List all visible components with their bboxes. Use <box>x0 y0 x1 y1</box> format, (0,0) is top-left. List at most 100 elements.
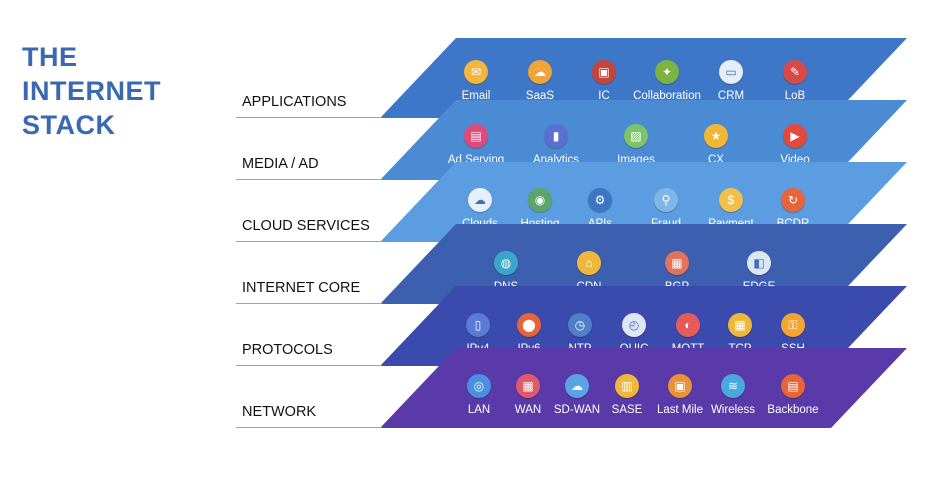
images-icon: ▨ <box>624 124 648 148</box>
page-title: THE INTERNET STACK <box>22 40 161 142</box>
saas-icon: ☁ <box>528 60 552 84</box>
layer-label: PROTOCOLS <box>242 342 333 358</box>
fraud-icon: ⚲ <box>654 188 678 212</box>
stack-item: ✎ LoB <box>755 60 835 102</box>
layer-label: MEDIA / AD <box>242 156 319 172</box>
tcp-icon: ▦ <box>728 313 752 337</box>
item-label: LAN <box>467 404 491 416</box>
icon-glyph: ◍ <box>500 256 512 270</box>
icon-glyph: ⌂ <box>585 256 593 270</box>
icon-glyph: ◷ <box>574 318 586 332</box>
layer-label: NETWORK <box>242 404 317 420</box>
item-label: Backbone <box>767 404 819 416</box>
stack-item: ☁ SD-WAN <box>537 374 617 416</box>
icon-glyph: ▦ <box>671 256 683 270</box>
layer-label: CLOUD SERVICES <box>242 218 370 234</box>
stack-item: ◎ LAN <box>439 374 519 416</box>
last-mile-icon: ▣ <box>668 374 692 398</box>
mqtt-icon: ◐ <box>676 313 700 337</box>
icon-glyph: ☁ <box>571 379 583 393</box>
icon-glyph: ⚙ <box>594 193 606 207</box>
icon-glyph: ◐ <box>684 318 692 332</box>
item-label: CRM <box>717 90 745 102</box>
backbone-icon: ▤ <box>781 374 805 398</box>
layer-label: APPLICATIONS <box>242 94 347 110</box>
icon-glyph: ▶ <box>790 129 800 143</box>
wan-icon: ▦ <box>516 374 540 398</box>
email-icon: ✉ <box>464 60 488 84</box>
dns-icon: ◍ <box>494 251 518 275</box>
icon-glyph: ★ <box>710 129 722 143</box>
icon-glyph: ⚿ <box>788 318 798 332</box>
title-line-1: THE <box>22 42 78 72</box>
wireless-icon: ≋ <box>721 374 745 398</box>
sase-icon: ▥ <box>615 374 639 398</box>
icon-glyph: $ <box>727 193 735 207</box>
icon-glyph: ▯ <box>474 318 482 332</box>
stack-item: ▣ Last Mile <box>640 374 720 416</box>
ntp-icon: ◷ <box>568 313 592 337</box>
icon-glyph: ☁ <box>534 65 546 79</box>
item-label: SASE <box>611 404 643 416</box>
apis-icon: ⚙ <box>588 188 612 212</box>
ad-serving-icon: ▤ <box>464 124 488 148</box>
icon-glyph: ✉ <box>470 65 482 79</box>
icon-glyph: ◉ <box>534 193 546 207</box>
stack-item: ✉ Email <box>436 60 516 102</box>
icon-glyph: ▣ <box>598 65 610 79</box>
layer-label-underline <box>236 117 382 118</box>
layer-surface <box>380 38 907 118</box>
item-label: Email <box>461 90 491 102</box>
video-icon: ▶ <box>783 124 807 148</box>
item-label: LoB <box>784 90 806 102</box>
layer-label-underline <box>236 365 382 366</box>
layer-label-underline <box>236 427 382 428</box>
icon-glyph: ▤ <box>470 129 482 143</box>
ssh-icon: ⚿ <box>781 313 805 337</box>
icon-glyph: ✦ <box>661 65 673 79</box>
chip-icon: ▣ <box>592 60 616 84</box>
cx-icon: ★ <box>704 124 728 148</box>
icon-glyph: ☁ <box>474 193 486 207</box>
layer-surface <box>380 348 907 428</box>
lan-icon: ◎ <box>467 374 491 398</box>
stack-item: ▥ SASE <box>587 374 667 416</box>
bgp-icon: ▦ <box>665 251 689 275</box>
icon-glyph: ⬤ <box>522 318 536 332</box>
ipv6-icon: ⬤ <box>517 313 541 337</box>
lob-icon: ✎ <box>783 60 807 84</box>
icon-glyph: ◎ <box>473 379 485 393</box>
icon-glyph: ▣ <box>674 379 686 393</box>
item-label: IC <box>598 90 610 102</box>
icon-glyph: ▤ <box>787 379 799 393</box>
item-label: Last Mile <box>656 404 704 416</box>
icon-glyph: ◧ <box>753 256 765 270</box>
icon-glyph: ✎ <box>789 65 801 79</box>
payment-icon: $ <box>719 188 743 212</box>
layer-label: INTERNET CORE <box>242 280 361 296</box>
stack-item: ▣ IC <box>564 60 644 102</box>
layer-label-underline <box>236 179 382 180</box>
quic-icon: ◴ <box>622 313 646 337</box>
cdn-icon: ⌂ <box>577 251 601 275</box>
stack-item: ☁SaaS <box>500 60 580 102</box>
icon-glyph: ▮ <box>552 129 560 143</box>
icon-glyph: ▥ <box>621 379 633 393</box>
layer-surface <box>380 224 907 304</box>
item-label: Wireless <box>710 404 756 416</box>
stack-item: ▭CRM <box>691 60 771 102</box>
item-label: SD-WAN <box>553 404 601 416</box>
layer-label-underline <box>236 303 382 304</box>
ipv4-icon: ▯ <box>466 313 490 337</box>
clouds-icon: ☁ <box>468 188 492 212</box>
title-line-3: STACK <box>22 110 116 140</box>
icon-glyph: ▦ <box>522 379 534 393</box>
layer-label-underline <box>236 241 382 242</box>
collaboration-icon: ✦ <box>655 60 679 84</box>
